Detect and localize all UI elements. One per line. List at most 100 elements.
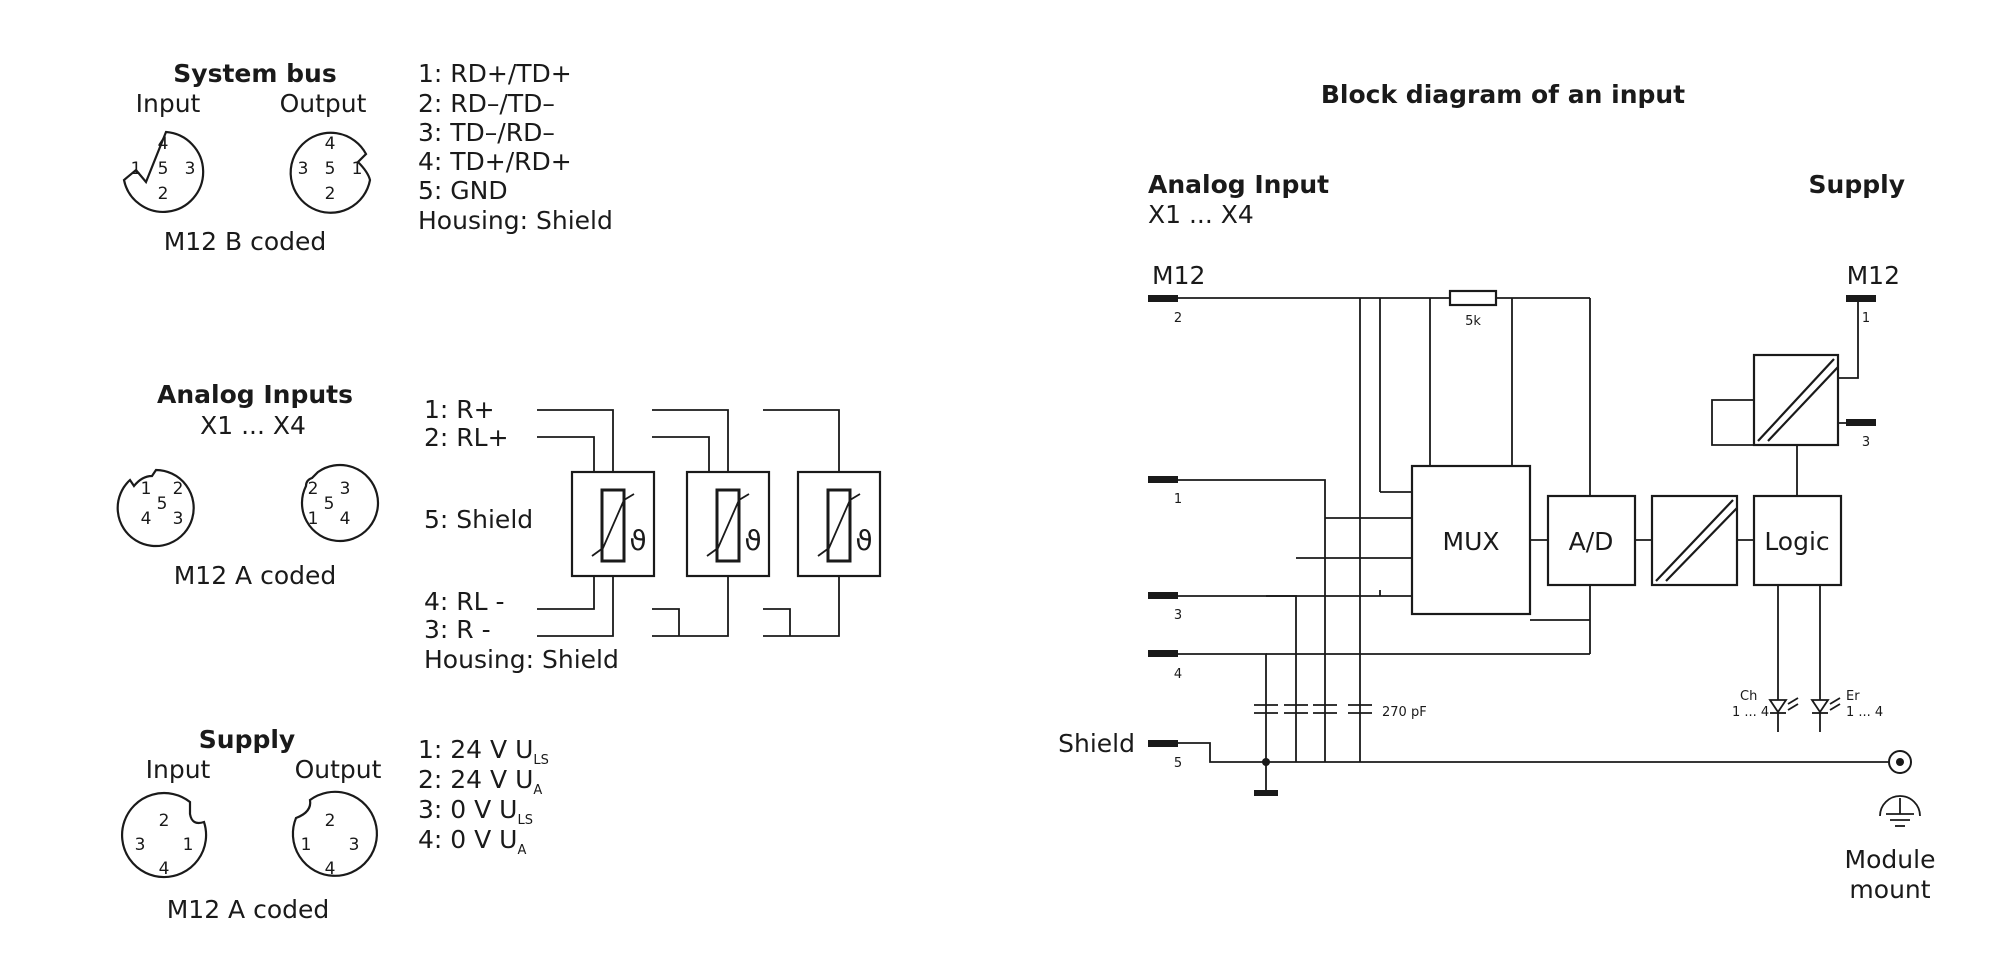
pin-r-plus-label: 1: R+ bbox=[424, 395, 495, 424]
rtd-sensor-4-wire: ϑ bbox=[537, 409, 656, 637]
block-diagram-wiring: 5k 270 pF bbox=[1178, 289, 1898, 796]
pinout-line: Housing: Shield bbox=[418, 206, 613, 235]
supply-pin-line: 3: 0 V ULS bbox=[418, 795, 533, 828]
pin-label: 3 bbox=[173, 509, 184, 529]
error-led: Er 1 ... 4 bbox=[1810, 689, 1883, 720]
led-ch-label: Ch bbox=[1740, 689, 1757, 704]
system-bus-title: System bus bbox=[173, 59, 336, 88]
pin-label: 3 bbox=[185, 159, 196, 179]
supply-pin-line: 1: 24 V ULS bbox=[418, 735, 549, 768]
pin-label: 1 bbox=[131, 159, 142, 179]
pin-label: 4 bbox=[340, 509, 351, 529]
pin-label: 2 bbox=[325, 184, 336, 204]
pin-label: 3 bbox=[135, 835, 146, 855]
terminal-pin-label: 1 bbox=[1862, 311, 1870, 326]
theta-symbol: ϑ bbox=[629, 524, 646, 557]
module-mount-label-1: Module bbox=[1845, 845, 1936, 874]
system-bus-pinout: 1: RD+/TD+ 2: RD–/TD– 3: TD–/RD– 4: TD+/… bbox=[418, 59, 613, 235]
pin-label: 2 bbox=[173, 479, 184, 499]
terminal-pin-label: 5 bbox=[1174, 756, 1182, 771]
logic-label: Logic bbox=[1764, 527, 1829, 556]
led-er-label: Er bbox=[1846, 689, 1860, 704]
terminal-pin-label: 3 bbox=[1862, 435, 1870, 450]
terminal-pin-label: 3 bbox=[1174, 608, 1182, 623]
pin-label: 2 bbox=[308, 479, 319, 499]
terminal-pin-label: 2 bbox=[1174, 311, 1182, 326]
channel-led: Ch 1 ... 4 bbox=[1732, 689, 1799, 720]
pin-label: 5 bbox=[325, 159, 336, 179]
terminal-pin-label: 1 bbox=[1174, 492, 1182, 507]
m12-left-label: M12 bbox=[1152, 261, 1205, 290]
pin-label: 1 bbox=[308, 509, 319, 529]
rtd-sensor-2-wire: ϑ bbox=[763, 409, 882, 637]
analog-housing-label: Housing: Shield bbox=[424, 645, 619, 674]
pin-label: 5 bbox=[158, 159, 169, 179]
supply-heading: Supply bbox=[1809, 170, 1905, 199]
resistor-5k bbox=[1448, 289, 1498, 307]
theta-symbol: ϑ bbox=[855, 524, 872, 557]
terminal-pin-4 bbox=[1148, 650, 1178, 657]
analog-inputs-subtitle: X1 ... X4 bbox=[200, 411, 306, 440]
supply-section: Supply Input Output 2 3 1 4 2 1 3 4 M12 … bbox=[121, 725, 549, 924]
pin-label: 1 bbox=[183, 835, 194, 855]
analog-inputs-coding: M12 A coded bbox=[174, 561, 337, 590]
supply-coding: M12 A coded bbox=[167, 895, 330, 924]
ad-converter-block bbox=[1546, 494, 1637, 587]
supply-output-connector: 2 1 3 4 bbox=[291, 790, 378, 879]
block-diagram: Block diagram of an input Analog Input X… bbox=[1058, 80, 1935, 904]
terminal-pin-label: 4 bbox=[1174, 667, 1182, 682]
led-er-range: 1 ... 4 bbox=[1846, 705, 1883, 720]
pin-r-minus-label: 3: R - bbox=[424, 615, 491, 644]
supply-pin-line: 2: 24 V UA bbox=[418, 765, 542, 798]
terminal-pin-5 bbox=[1148, 740, 1178, 747]
supply-input-connector: 2 3 1 4 bbox=[121, 791, 208, 879]
pin-label: 4 bbox=[159, 859, 170, 879]
analog-input-connector-2: 2 3 5 1 4 bbox=[300, 463, 380, 543]
pin-label: 5 bbox=[324, 494, 335, 514]
terminal-pin-1 bbox=[1148, 476, 1178, 483]
analog-input-connector-1: 1 2 5 4 3 bbox=[116, 468, 195, 548]
system-bus-section: System bus Input Output 4 1 5 3 2 4 3 5 … bbox=[122, 59, 613, 256]
pin-label: 4 bbox=[325, 134, 336, 154]
pin-label: 5 bbox=[157, 494, 168, 514]
led-ch-range: 1 ... 4 bbox=[1732, 705, 1769, 720]
system-bus-coding: M12 B coded bbox=[164, 227, 327, 256]
block-diagram-title: Block diagram of an input bbox=[1321, 80, 1685, 109]
pinout-line: 1: RD+/TD+ bbox=[418, 59, 572, 88]
pin-label: 4 bbox=[325, 859, 336, 879]
mux-block bbox=[1410, 464, 1532, 616]
analog-inputs-title: Analog Inputs bbox=[157, 380, 353, 409]
pinout-line: 3: TD–/RD– bbox=[418, 118, 555, 147]
mux-label: MUX bbox=[1443, 527, 1500, 556]
logic-block bbox=[1752, 494, 1843, 587]
supply-output-label: Output bbox=[295, 755, 382, 784]
shield-label: Shield bbox=[1058, 729, 1135, 758]
theta-symbol: ϑ bbox=[744, 524, 761, 557]
supply-input-label: Input bbox=[146, 755, 211, 784]
system-bus-input-label: Input bbox=[136, 89, 201, 118]
pin-label: 2 bbox=[159, 811, 170, 831]
pinout-line: 2: RD–/TD– bbox=[418, 89, 555, 118]
pinout-line: 4: TD+/RD+ bbox=[418, 147, 572, 176]
rtd-sensor-3-wire: ϑ bbox=[652, 409, 771, 637]
terminal-pin-2 bbox=[1148, 295, 1178, 302]
analog-input-title: Analog Input bbox=[1148, 170, 1329, 199]
pin-rl-plus-label: 2: RL+ bbox=[424, 423, 509, 452]
terminal-pin-3 bbox=[1148, 592, 1178, 599]
ad-label: A/D bbox=[1569, 527, 1614, 556]
pin-label: 2 bbox=[325, 811, 336, 831]
system-bus-input-connector: 4 1 5 3 2 bbox=[122, 130, 205, 213]
pinout-line: 5: GND bbox=[418, 176, 508, 205]
pin-label: 2 bbox=[158, 184, 169, 204]
pin-label: 4 bbox=[158, 134, 169, 154]
supply-pin-line: 4: 0 V UA bbox=[418, 825, 526, 858]
module-mount-label-2: mount bbox=[1849, 875, 1930, 904]
pin-label: 3 bbox=[340, 479, 351, 499]
capacitor-label: 270 pF bbox=[1382, 705, 1427, 720]
system-bus-output-connector: 4 3 5 1 2 bbox=[289, 131, 372, 214]
supply-pinout: 1: 24 V ULS 2: 24 V UA 3: 0 V ULS 4: 0 V… bbox=[418, 735, 549, 858]
pin-label: 3 bbox=[298, 159, 309, 179]
pin-label: 1 bbox=[352, 159, 363, 179]
